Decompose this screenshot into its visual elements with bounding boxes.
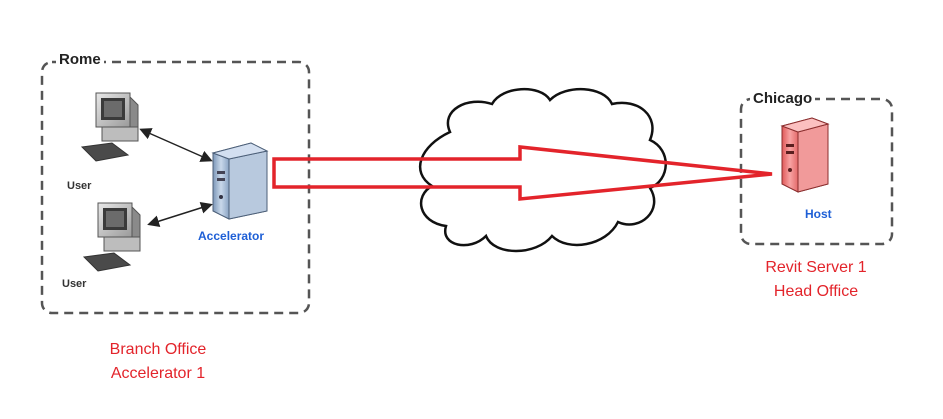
branch-office-line1: Branch Office (109, 341, 207, 358)
desktop-computer-icon (82, 202, 141, 272)
branch-office-line2: Accelerator 1 (110, 365, 206, 382)
wan-link-arrow (272, 145, 773, 201)
accelerator-label: Accelerator (198, 229, 265, 243)
branch-office-caption: Branch Office Accelerator 1 (92, 338, 224, 386)
user-top-label: User (67, 180, 92, 192)
server-tower-icon (211, 142, 269, 220)
server-tower-icon (780, 117, 830, 193)
head-office-caption: Revit Server 1 Head Office (750, 256, 882, 304)
head-office-line2: Head Office (773, 283, 859, 300)
cloud-icon (418, 87, 667, 253)
head-office-line1: Revit Server 1 (765, 259, 867, 276)
connector-user-top-accelerator (139, 128, 213, 162)
user-bottom-label: User (62, 278, 87, 290)
rome-title: Rome (56, 51, 104, 68)
connector-user-bottom-accelerator (147, 201, 213, 228)
desktop-computer-icon (80, 92, 139, 162)
chicago-title: Chicago (750, 90, 816, 107)
host-label: Host (805, 207, 832, 221)
